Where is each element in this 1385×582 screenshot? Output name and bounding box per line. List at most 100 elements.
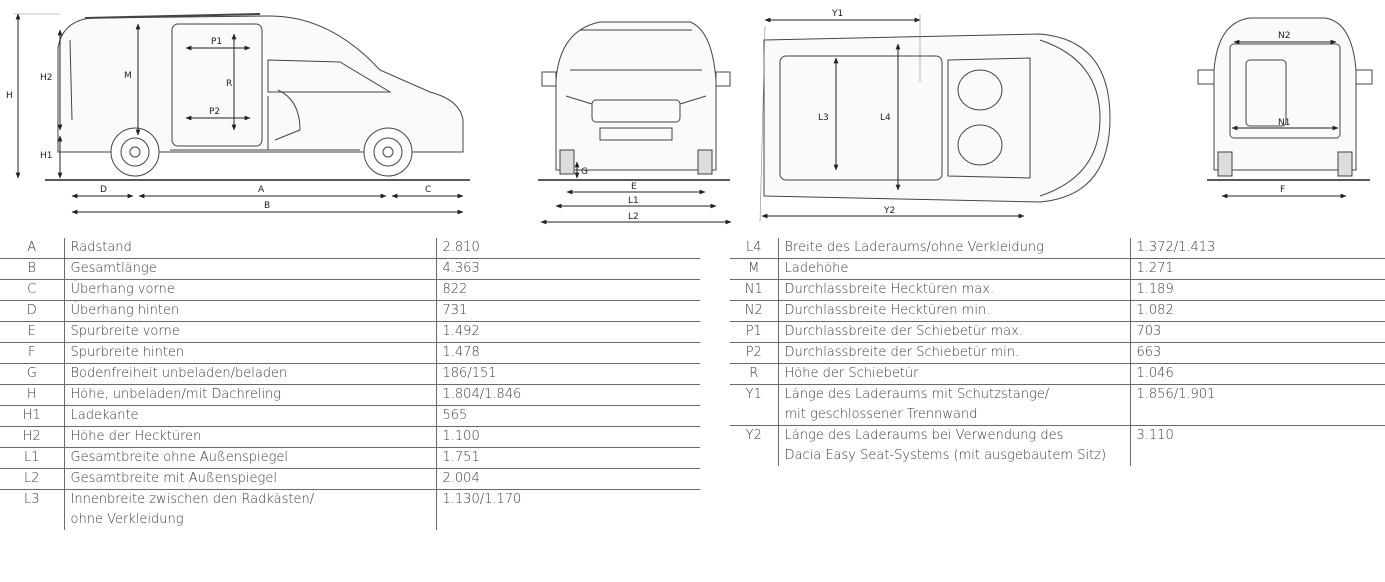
dimension-description: Spurbreite hinten — [64, 342, 437, 364]
dimension-description: Radstand — [64, 238, 437, 259]
dimension-value: 2.810 — [436, 238, 700, 259]
dimension-description: Höhe der Schiebetür — [778, 363, 1131, 385]
description-line: Gesamtbreite ohne Außenspiegel — [70, 450, 289, 465]
dimension-value: 186/151 — [436, 363, 700, 385]
description-line: Spurbreite vorne — [70, 324, 180, 339]
dim-label-h: H — [6, 91, 13, 101]
dimension-value: 1.856/1.901 — [1130, 384, 1385, 426]
dimension-description: Länge des Laderaums mit Schutzstange/mit… — [778, 384, 1131, 426]
dim-label-y1: Y1 — [831, 9, 843, 19]
vehicle-dimension-drawings: H H2 H1 M P1 R P2 D A C B G E L1 L2 — [0, 0, 1385, 236]
dimension-value: 1.100 — [436, 426, 700, 448]
dimension-description: Gesamtbreite ohne Außenspiegel — [64, 447, 437, 469]
table-row: L1 Gesamtbreite ohne Außenspiegel 1.751 — [0, 447, 700, 469]
dim-label-l2: L2 — [628, 212, 639, 222]
dimension-description: Innenbreite zwischen den Radkästen/ohne … — [64, 489, 437, 530]
description-line: Durchlassbreite der Schiebetür min. — [784, 345, 1020, 360]
dim-label-p2: P2 — [209, 107, 220, 117]
dim-label-m: M — [124, 71, 132, 81]
dimension-code: D — [0, 300, 65, 322]
dimension-description: Höhe der Hecktüren — [64, 426, 437, 448]
dim-label-y2: Y2 — [883, 206, 895, 216]
dimension-description: Überhang hinten — [64, 300, 437, 322]
dimension-value: 1.804/1.846 — [436, 384, 700, 406]
dimension-value: 1.046 — [1130, 363, 1385, 385]
description-line: Überhang hinten — [70, 303, 180, 318]
dim-label-l3: L3 — [818, 113, 829, 123]
dimension-code: M — [730, 258, 779, 280]
dimension-code: G — [0, 363, 65, 385]
dimension-description: Spurbreite vorne — [64, 321, 437, 343]
dim-label-b: B — [264, 201, 270, 211]
dim-label-e: E — [631, 182, 637, 192]
dimension-description: Gesamtbreite mit Außenspiegel — [64, 468, 437, 490]
dimension-value: 565 — [436, 405, 700, 427]
dimension-value: 1.271 — [1130, 258, 1385, 280]
dimension-code: P1 — [730, 321, 779, 343]
dim-label-d: D — [100, 185, 107, 195]
dimension-description: Durchlassbreite der Schiebetür max. — [778, 321, 1131, 343]
description-line: Länge des Laderaums mit Schutzstange/ — [784, 387, 1050, 402]
description-line: Breite des Laderaums/ohne Verkleidung — [784, 240, 1044, 255]
table-row: G Bodenfreiheit unbeladen/beladen 186/151 — [0, 363, 700, 385]
dimension-code: B — [0, 258, 65, 280]
dimension-code: L3 — [0, 489, 65, 530]
dimension-code: L4 — [730, 238, 779, 259]
description-line-2: Dacia Easy Seat-Systems (mit ausgebautem… — [784, 448, 1107, 463]
dimension-code: N1 — [730, 279, 779, 301]
dim-label-g: G — [581, 167, 588, 177]
description-line: Bodenfreiheit unbeladen/beladen — [70, 366, 288, 381]
dimension-code: L1 — [0, 447, 65, 469]
dimension-value: 663 — [1130, 342, 1385, 364]
dimensions-table-right: L4 Breite des Laderaums/ohne Verkleidung 1… — [730, 238, 1385, 466]
dimension-value: 1.082 — [1130, 300, 1385, 322]
dimension-code: Y1 — [730, 384, 779, 426]
dimension-code: H — [0, 384, 65, 406]
description-line: Durchlassbreite Hecktüren min. — [784, 303, 991, 318]
dimension-value: 3.110 — [1136, 428, 1174, 443]
dimension-description: Ladehöhe — [778, 258, 1131, 280]
dimension-description: Bodenfreiheit unbeladen/beladen — [64, 363, 437, 385]
dimension-code: H1 — [0, 405, 65, 427]
front-view-drawing — [541, 21, 731, 175]
dim-label-c: C — [425, 185, 431, 195]
dim-label-h2: H2 — [40, 73, 53, 83]
description-line: Durchlassbreite Hecktüren max. — [784, 282, 995, 297]
description-line: Länge des Laderaums bei Verwendung des — [784, 428, 1064, 443]
dimension-value: 1.751 — [436, 447, 700, 469]
dimension-code: L2 — [0, 468, 65, 490]
dimension-value: 1.492 — [436, 321, 700, 343]
dimension-code: E — [0, 321, 65, 343]
dimension-value: 731 — [436, 300, 700, 322]
description-line: Spurbreite hinten — [70, 345, 185, 360]
dimension-description: Durchlassbreite Hecktüren min. — [778, 300, 1131, 322]
dim-label-a: A — [258, 185, 265, 195]
table-row: E Spurbreite vorne 1.492 — [0, 321, 700, 343]
dimension-value: 1.130/1.170 — [442, 492, 522, 507]
dim-label-l1: L1 — [628, 196, 639, 206]
dimension-description: Breite des Laderaums/ohne Verkleidung — [778, 238, 1131, 259]
description-line: Gesamtbreite mit Außenspiegel — [70, 471, 277, 486]
dim-label-p1: P1 — [211, 37, 222, 47]
dimension-description: Durchlassbreite Hecktüren max. — [778, 279, 1131, 301]
dimension-value: 1.478 — [436, 342, 700, 364]
dimension-code: N2 — [730, 300, 779, 322]
description-line: Höhe der Schiebetür — [784, 366, 919, 381]
side-view-drawing — [57, 13, 464, 177]
description-line: Höhe der Hecktüren — [70, 429, 202, 444]
dimension-value: 703 — [1130, 321, 1385, 343]
description-line-2: ohne Verkleidung — [70, 512, 184, 527]
dimension-code: R — [730, 363, 779, 385]
